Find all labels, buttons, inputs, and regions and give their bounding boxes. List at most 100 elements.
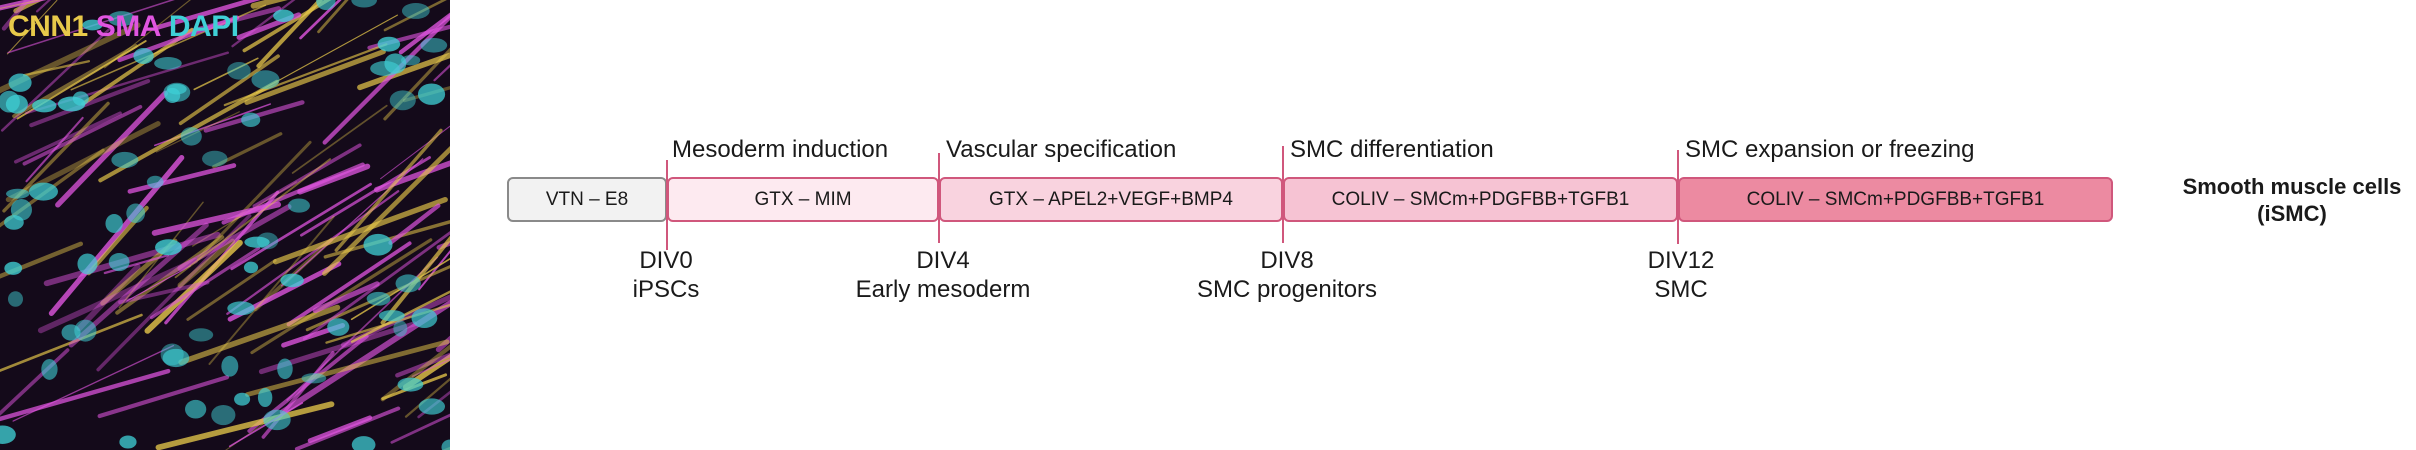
fiber bbox=[395, 352, 450, 378]
fiber bbox=[174, 158, 332, 279]
nucleus bbox=[263, 409, 291, 431]
fiber bbox=[37, 257, 198, 334]
nucleus bbox=[251, 70, 280, 90]
nucleus bbox=[241, 112, 261, 128]
fiber bbox=[212, 132, 283, 169]
nucleus bbox=[417, 83, 446, 105]
stain-dapi-label: DAPI bbox=[168, 10, 239, 43]
nucleus bbox=[301, 373, 327, 384]
fiber bbox=[208, 215, 335, 365]
fiber bbox=[0, 368, 171, 422]
nucleus bbox=[280, 273, 304, 288]
nucleus bbox=[211, 404, 236, 426]
nucleus bbox=[188, 328, 214, 342]
fiber bbox=[374, 160, 450, 193]
timepoint-div0-day: DIV0 bbox=[639, 247, 693, 274]
box-gtx-mim: GTX – MIM bbox=[667, 177, 939, 222]
fiber bbox=[0, 0, 42, 9]
nucleus bbox=[105, 214, 123, 233]
fiber bbox=[118, 201, 204, 309]
fiber bbox=[144, 239, 243, 334]
stain-sma-label: SMA bbox=[95, 10, 162, 43]
fiber bbox=[104, 0, 191, 69]
fiber bbox=[411, 358, 450, 378]
fiber bbox=[255, 14, 398, 94]
tick-div8 bbox=[1282, 146, 1284, 243]
nucleus bbox=[221, 355, 239, 377]
nucleus bbox=[74, 319, 97, 342]
timepoint-div12-day: DIV12 bbox=[1647, 247, 1715, 274]
fiber bbox=[418, 250, 450, 291]
fiber bbox=[151, 201, 282, 236]
nucleus bbox=[244, 236, 270, 248]
nucleus bbox=[162, 348, 190, 368]
fiber bbox=[22, 60, 91, 77]
fiber bbox=[294, 406, 401, 450]
fiber bbox=[13, 0, 44, 14]
nucleus bbox=[6, 188, 30, 199]
box-gtx-apel2-label: GTX – APEL2+VEGF+BMP4 bbox=[989, 188, 1233, 210]
nucleus bbox=[8, 73, 32, 92]
nucleus bbox=[41, 358, 58, 380]
fiber bbox=[433, 64, 450, 82]
fiber bbox=[250, 238, 433, 355]
fiber bbox=[43, 231, 221, 287]
nucleus bbox=[243, 261, 259, 274]
fiber bbox=[1, 28, 110, 132]
fiber bbox=[178, 304, 341, 366]
fiber bbox=[115, 235, 225, 315]
nucleus bbox=[401, 55, 421, 66]
fiber bbox=[398, 12, 450, 55]
timepoint-div4-state: Early mesoderm bbox=[855, 276, 1031, 303]
fiber bbox=[402, 353, 450, 391]
fiber bbox=[252, 143, 362, 208]
nucleus bbox=[351, 436, 376, 450]
fiber bbox=[76, 263, 141, 332]
nucleus bbox=[384, 53, 407, 74]
fiber bbox=[193, 57, 259, 91]
timepoint-div8-day: DIV8 bbox=[1260, 247, 1314, 274]
fiber bbox=[14, 111, 122, 164]
nucleus bbox=[111, 151, 139, 169]
nucleus bbox=[28, 182, 58, 201]
fiber bbox=[0, 0, 47, 11]
fiber bbox=[12, 344, 175, 422]
fiber bbox=[390, 413, 450, 444]
fiber bbox=[307, 415, 373, 443]
fiber bbox=[6, 0, 58, 55]
fiber bbox=[223, 43, 388, 107]
fiber bbox=[317, 0, 349, 34]
timepoint-div0-state: iPSCs bbox=[632, 276, 700, 303]
timepoint-div4-day: DIV4 bbox=[916, 247, 970, 274]
nucleus bbox=[287, 198, 310, 213]
nucleus bbox=[327, 318, 350, 336]
fiber bbox=[244, 49, 386, 105]
stage-smc-differentiation: SMC differentiation bbox=[1290, 136, 1494, 163]
fiber bbox=[291, 104, 388, 174]
nucleus bbox=[420, 37, 448, 53]
nucleus bbox=[0, 425, 16, 444]
nucleus bbox=[10, 198, 32, 221]
fiber bbox=[245, 339, 450, 397]
nucleus bbox=[108, 253, 130, 272]
nucleus bbox=[277, 358, 293, 380]
final-product-line2: (iSMC) bbox=[2257, 201, 2327, 226]
nucleus bbox=[363, 233, 393, 256]
fiber bbox=[97, 375, 230, 419]
box-gtx-mim-label: GTX – MIM bbox=[754, 188, 852, 210]
fiber bbox=[383, 0, 447, 32]
fiber bbox=[0, 241, 84, 279]
nucleus bbox=[366, 291, 391, 306]
nucleus bbox=[77, 253, 98, 275]
nucleus bbox=[202, 150, 228, 167]
nucleus bbox=[378, 310, 405, 322]
fiber bbox=[0, 313, 143, 373]
box-coliv-differentiation-label: COLIV – SMCm+PDGFBB+TGFB1 bbox=[1331, 188, 1630, 210]
fiber bbox=[155, 401, 335, 450]
fiber bbox=[380, 235, 450, 325]
fiber bbox=[1, 0, 31, 31]
fiber bbox=[404, 377, 450, 418]
nucleus bbox=[273, 9, 294, 23]
